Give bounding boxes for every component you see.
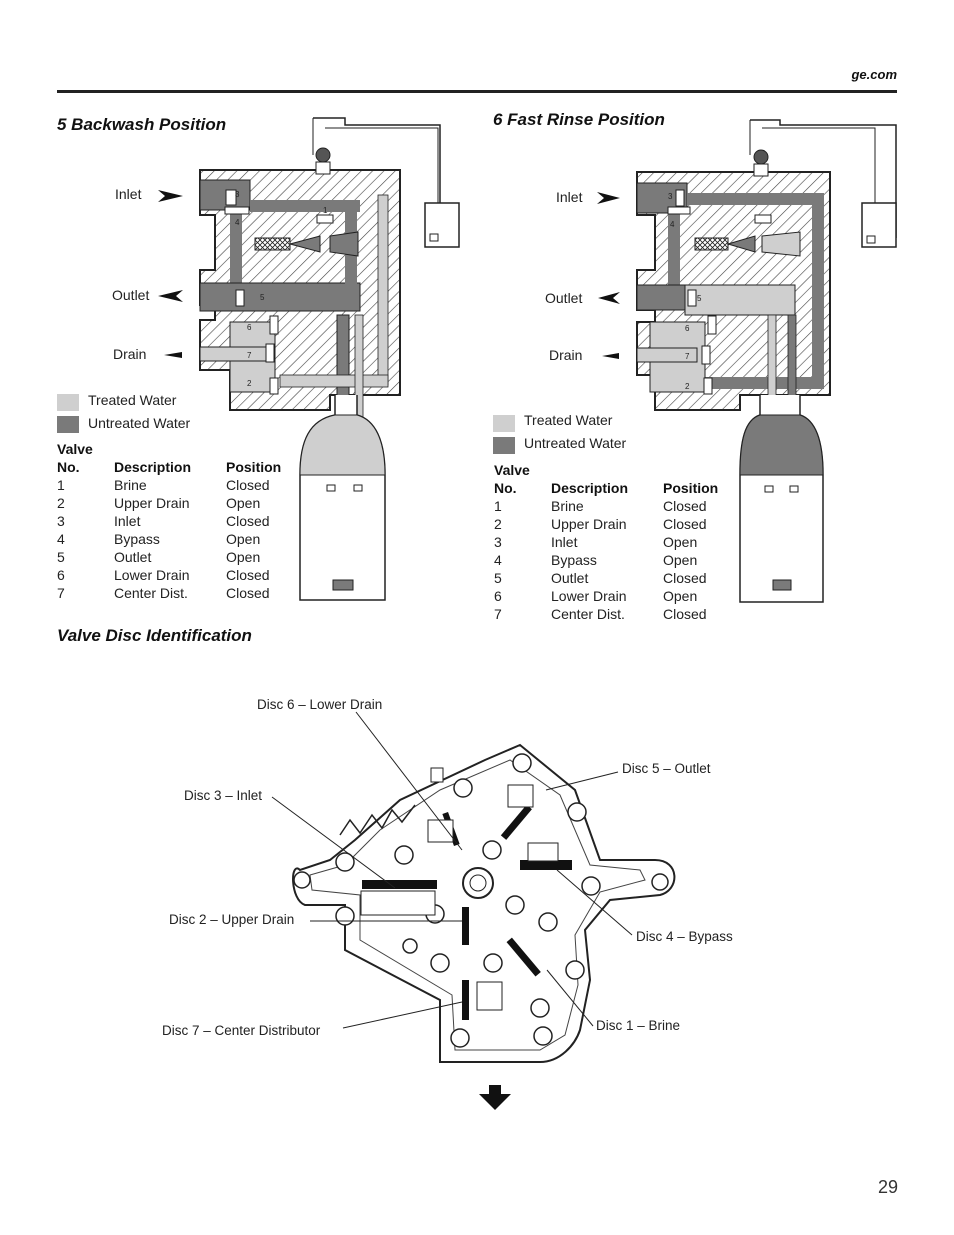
- backwash-drain-label: Drain: [113, 346, 147, 362]
- backwash-outlet-label: Outlet: [112, 287, 150, 303]
- bw-num-6: 6: [247, 323, 252, 332]
- inlet-arrow-fr: [597, 192, 620, 204]
- callout-disc-7: Disc 7 – Center Distributor: [162, 1023, 321, 1038]
- fr-num-2: 2: [685, 382, 690, 391]
- backwash-treated-swatch: [57, 394, 79, 411]
- fastrinse-title: 6 Fast Rinse Position: [493, 110, 665, 129]
- backwash-treated-label: Treated Water: [88, 392, 177, 408]
- bw-num-2: 2: [247, 379, 252, 388]
- backwash-untreated-label: Untreated Water: [88, 415, 191, 431]
- backwash-inlet-label: Inlet: [115, 186, 142, 202]
- page-number: 29: [877, 1177, 898, 1197]
- fastrinse-untreated-swatch: [493, 437, 515, 454]
- bw-num-7: 7: [247, 351, 252, 360]
- outlet-arrow-bw: [158, 290, 183, 302]
- fastrinse-treated-swatch: [493, 415, 515, 432]
- down-arrow-icon: [479, 1085, 511, 1110]
- callout-disc-2: Disc 2 – Upper Drain: [169, 912, 295, 927]
- fr-num-7: 7: [685, 352, 690, 361]
- disc-section-title: Valve Disc Identification: [57, 626, 252, 645]
- outlet-arrow-fr: [598, 292, 620, 304]
- bw-num-5: 5: [260, 293, 265, 302]
- header-rule: [57, 90, 897, 93]
- fastrinse-outlet-label: Outlet: [545, 290, 583, 306]
- callout-disc-3: Disc 3 – Inlet: [184, 788, 263, 803]
- bw-num-3: 3: [235, 190, 240, 199]
- fr-num-3: 3: [668, 192, 673, 201]
- fastrinse-inlet-label: Inlet: [556, 189, 583, 205]
- fastrinse-treated-label: Treated Water: [524, 412, 613, 428]
- backwash-table-title: Valve: [57, 441, 93, 457]
- backwash-title: 5 Backwash Position: [57, 115, 227, 134]
- fastrinse-untreated-label: Untreated Water: [524, 435, 627, 451]
- bw-num-4: 4: [235, 218, 240, 227]
- inlet-arrow-bw: [158, 190, 183, 202]
- bw-num-1: 1: [323, 206, 328, 215]
- fastrinse-drain-label: Drain: [549, 347, 583, 363]
- callout-disc-6: Disc 6 – Lower Drain: [257, 697, 383, 712]
- backwash-untreated-swatch: [57, 416, 79, 433]
- callout-disc-5: Disc 5 – Outlet: [622, 761, 711, 776]
- fastrinse-table-title: Valve: [494, 462, 530, 478]
- fr-num-5: 5: [697, 294, 702, 303]
- drain-arrow-fr: [602, 353, 619, 359]
- site-url: ge.com: [851, 67, 897, 82]
- fastrinse-table-header: No. Description Position: [494, 480, 719, 496]
- fr-num-6: 6: [685, 324, 690, 333]
- callout-disc-4: Disc 4 – Bypass: [636, 929, 733, 944]
- fr-num-4: 4: [670, 220, 675, 229]
- callout-disc-1: Disc 1 – Brine: [596, 1018, 681, 1033]
- drain-arrow-bw: [164, 352, 182, 358]
- backwash-table-header: No. Description Position: [57, 459, 282, 475]
